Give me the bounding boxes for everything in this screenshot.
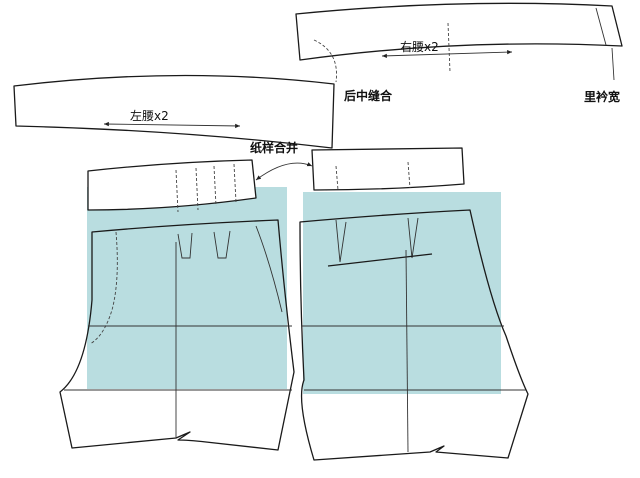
pattern-merge-label: 纸样合并 bbox=[250, 140, 298, 155]
left-highlight-block bbox=[87, 187, 287, 389]
right-pants-panel bbox=[299, 209, 529, 461]
right-waistband-piece: 右腰x2 bbox=[295, 2, 623, 73]
left-merged-waist-piece bbox=[87, 159, 257, 213]
right-merged-waist-piece bbox=[311, 147, 465, 191]
left-waistband-piece: 左腰x2 bbox=[13, 74, 335, 149]
left-pants-panel bbox=[59, 219, 295, 451]
right-waist-label: 右腰x2 bbox=[400, 39, 439, 54]
left-waist-label: 左腰x2 bbox=[130, 108, 169, 123]
back-center-seam-connector bbox=[313, 39, 337, 83]
lining-width-pointer bbox=[611, 47, 615, 81]
back-center-seam-label: 后中缝合 bbox=[344, 88, 393, 103]
right-highlight-block bbox=[303, 192, 501, 394]
pattern-merge-arrow bbox=[255, 162, 313, 181]
lining-width-label: 里衿宽 bbox=[584, 89, 620, 104]
